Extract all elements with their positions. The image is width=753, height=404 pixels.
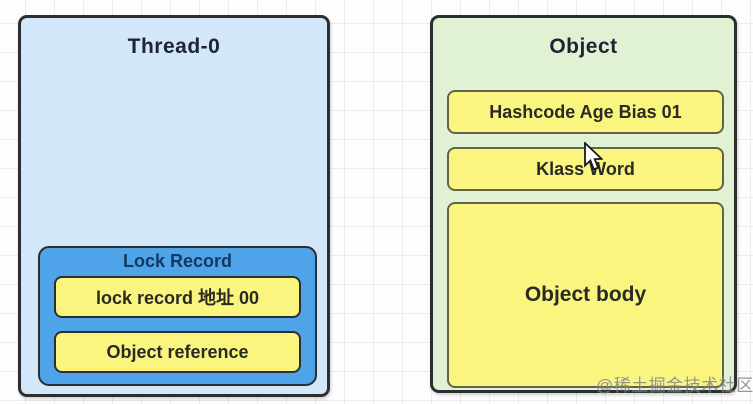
watermark-text: @稀土掘金技术社区 — [596, 376, 753, 395]
lock-record-address-cell: lock record 地址 00 — [54, 276, 301, 318]
object-panel-title: Object — [549, 35, 618, 58]
mark-word-cell: Hashcode Age Bias 01 — [447, 90, 724, 134]
thread-panel: Thread-0 Lock Record lock record 地址 00 O… — [18, 15, 330, 397]
lock-record-title: Lock Record — [122, 251, 233, 271]
lock-record-box: Lock Record lock record 地址 00 Object ref… — [38, 246, 317, 386]
thread-panel-title: Thread-0 — [127, 35, 221, 58]
klass-word-cell: Klass Word — [447, 147, 724, 191]
object-panel: Object Hashcode Age Bias 01 Klass Word O… — [430, 15, 737, 393]
object-body-cell: Object body — [447, 202, 724, 388]
object-reference-cell: Object reference — [54, 331, 301, 373]
